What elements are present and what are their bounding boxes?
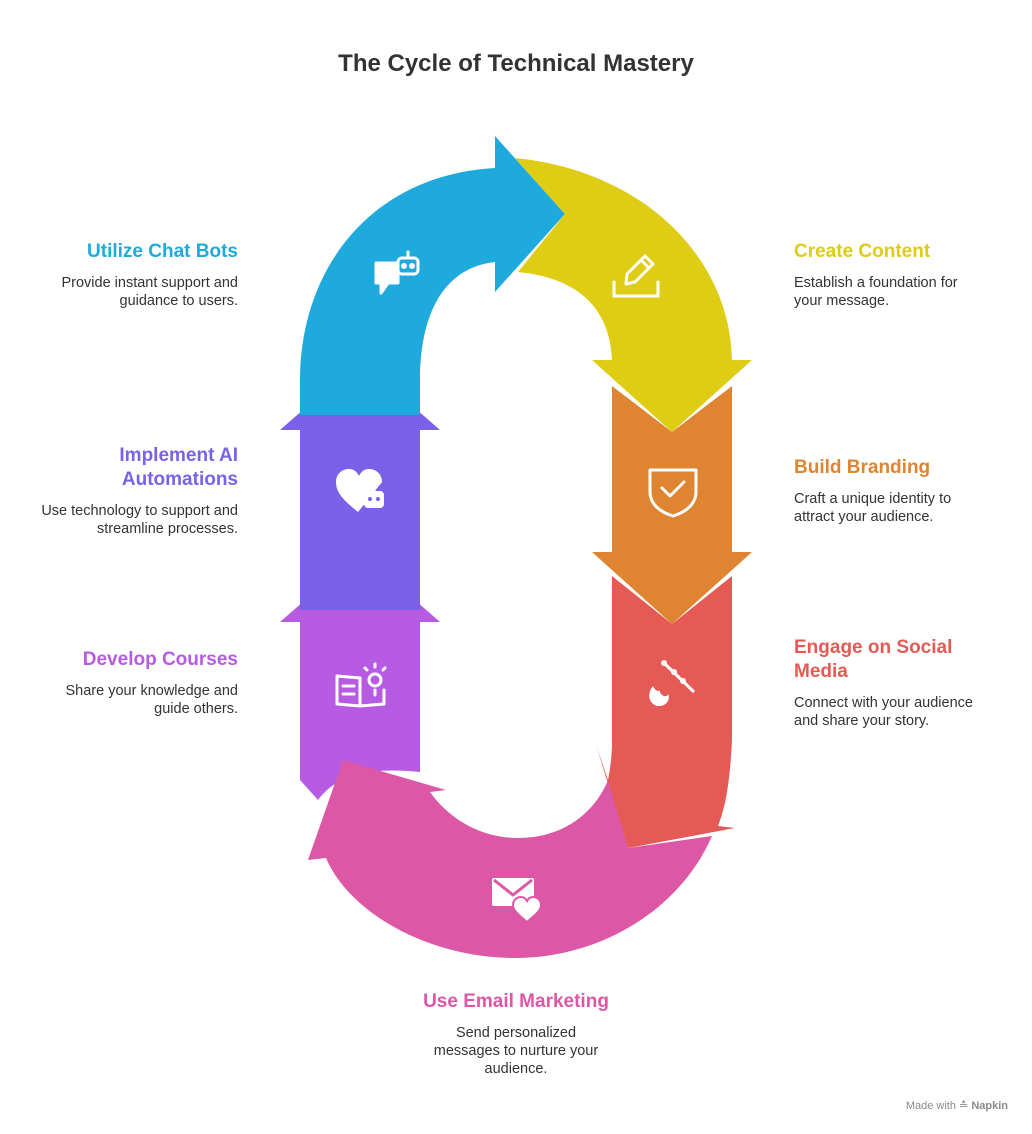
step-chat-bots: Utilize Chat Bots Provide instant suppor… (40, 240, 238, 310)
cycle-segment-ai-automations (300, 430, 420, 610)
step-email-marketing: Use Email Marketing Send personalized me… (396, 990, 636, 1078)
step-engage-social: Engage on Social Media Connect with your… (794, 636, 994, 730)
shield-check-icon (648, 468, 698, 518)
cycle-segment-build-branding (592, 386, 752, 624)
step-title: Engage on Social Media (794, 637, 953, 682)
step-description: Provide instant support and guidance to … (61, 275, 238, 309)
cycle-segment-chat-bots (300, 136, 565, 415)
step-ai-automations: Implement AI Automations Use technology … (40, 444, 238, 538)
step-title: Implement AI Automations (119, 445, 238, 490)
napkin-logo-icon: ≛ (959, 1100, 969, 1112)
cycle-segment-email-marketing (308, 760, 712, 958)
page-title: The Cycle of Technical Mastery (338, 50, 694, 77)
heart-robot-icon (336, 469, 384, 512)
step-build-branding: Build Branding Craft a unique identity t… (794, 456, 994, 526)
step-description: Establish a foundation for your message. (794, 275, 958, 309)
credit-prefix: Made with (905, 1100, 956, 1112)
step-description: Send personalized messages to nurture yo… (433, 1025, 599, 1077)
step-create-content: Create Content Establish a foundation fo… (794, 240, 994, 310)
step-title: Create Content (794, 241, 931, 262)
step-title: Develop Courses (82, 649, 238, 670)
step-title: Use Email Marketing (423, 991, 609, 1012)
pencil-edit-icon (612, 254, 660, 298)
credit-brand: Napkin (971, 1100, 1008, 1112)
cycle-segment-develop-courses (300, 622, 420, 800)
book-lightbulb-icon (335, 662, 387, 708)
cycle-segment-engage-social (596, 576, 735, 848)
step-develop-courses: Develop Courses Share your knowledge and… (40, 648, 238, 718)
step-title: Build Branding (794, 457, 931, 478)
step-description: Share your knowledge and guide others. (65, 683, 238, 717)
step-title: Utilize Chat Bots (87, 241, 238, 262)
step-description: Connect with your audience and share you… (794, 695, 973, 729)
chatbot-icon (374, 250, 420, 295)
step-description: Craft a unique identity to attract your … (794, 491, 952, 525)
step-description: Use technology to support and streamline… (41, 503, 238, 537)
envelope-heart-icon (492, 878, 543, 924)
social-spark-icon (649, 660, 696, 707)
made-with-napkin-credit: Made with ≛ Napkin (906, 1099, 1008, 1112)
